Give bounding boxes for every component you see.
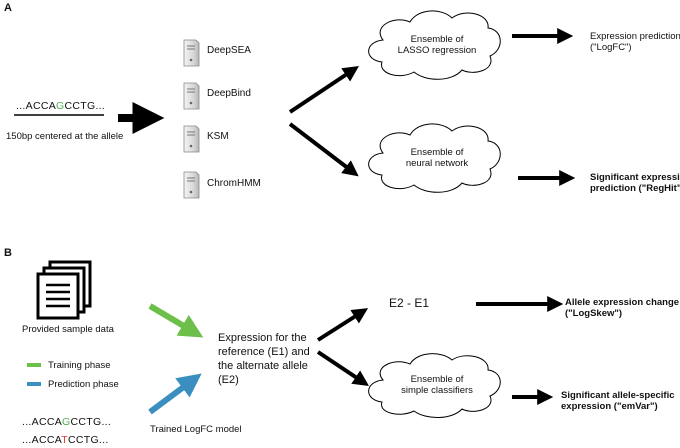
arrow-tools-to-lasso — [288, 66, 359, 114]
server-icon-deepsea — [183, 39, 200, 67]
sequence-alternate: ...ACCATCCTG... — [22, 434, 109, 446]
panel-a-label: A — [4, 2, 12, 14]
legend-prediction: Prediction phase — [48, 379, 119, 390]
seq-ref-right: CCTG... — [70, 416, 112, 428]
cloud-classifiers-line-1: Ensemble of — [410, 374, 464, 385]
sample-caption: Provided sample data — [22, 324, 114, 335]
seq-alt-allele: T — [61, 434, 68, 446]
arrow-expression-to-difference — [316, 308, 369, 342]
server-icon-deepbind — [183, 82, 200, 110]
cloud-simple-classifiers — [368, 353, 501, 418]
tool-label-chromhmm: ChromHMM — [207, 178, 261, 189]
legend-swatch-prediction — [27, 382, 41, 386]
cloud-lasso-line-1: Ensemble of — [410, 34, 464, 45]
input-sequence: ...ACCAGCCTG... — [16, 100, 105, 112]
output-emvar-line-1: Significant allele-specific — [561, 390, 675, 401]
sequence-allele: G — [56, 100, 65, 112]
output-reghit: Significant expression prediction ("RegH… — [590, 172, 680, 194]
sequence-left: ...ACCA — [16, 100, 57, 112]
arrow-training-phase — [148, 303, 204, 338]
tool-label-ksm: KSM — [207, 131, 229, 142]
legend-training: Training phase — [48, 360, 111, 371]
difference-label: E2 - E1 — [389, 296, 430, 310]
document-stack-icon — [36, 260, 92, 320]
panel-b-label: B — [4, 247, 12, 259]
output-logfc: Expression prediction ("LogFC") — [590, 31, 680, 53]
cloud-classifiers-line-2: simple classifiers — [401, 385, 473, 396]
output-logfc-line-1: Expression prediction — [590, 31, 680, 42]
sequence-caption: 150bp centered at the allele — [6, 131, 124, 142]
output-emvar-line-2: expression ("emVar") — [561, 401, 658, 412]
expression-text: Expression for the reference (E1) and th… — [218, 331, 310, 387]
expression-line-2: reference (E1) and — [218, 346, 310, 358]
expression-line-1: Expression for the — [218, 332, 307, 344]
output-reghit-line-1: Significant expression — [590, 172, 680, 183]
cloud-lasso — [368, 10, 501, 80]
cloud-neural-network — [368, 123, 501, 193]
output-logskew: Allele expression change ("LogSkew") — [565, 297, 679, 319]
seq-ref-allele: G — [62, 416, 71, 428]
output-reghit-line-2: prediction ("RegHit") — [590, 183, 680, 194]
legend-swatch-training — [27, 363, 41, 367]
model-caption: Trained LogFC model — [150, 424, 242, 435]
seq-ref-left: ...ACCA — [22, 416, 63, 428]
tool-label-deepsea: DeepSEA — [207, 45, 251, 56]
cloud-nn-line-2: neural network — [405, 158, 469, 169]
output-logskew-line-2: ("LogSkew") — [565, 308, 623, 319]
output-logskew-line-1: Allele expression change — [565, 297, 680, 308]
sequence-reference: ...ACCAGCCTG... — [22, 416, 111, 428]
cloud-lasso-label: Ensemble of LASSO regression — [383, 34, 491, 56]
arrow-tools-to-nn — [288, 122, 359, 177]
cloud-nn-line-1: Ensemble of — [410, 147, 464, 158]
arrow-prediction-phase — [148, 373, 202, 415]
tool-label-deepbind: DeepBind — [207, 88, 251, 99]
expression-line-3: the alternate allele — [218, 360, 308, 372]
arrow-expression-to-classifiers — [316, 350, 369, 386]
seq-alt-left: ...ACCA — [22, 434, 62, 446]
seq-alt-right: CCTG... — [67, 434, 109, 446]
output-logfc-line-2: ("LogFC") — [590, 42, 632, 53]
server-icon-ksm — [183, 125, 200, 153]
sequence-right: CCTG... — [64, 100, 106, 112]
cloud-lasso-line-2: LASSO regression — [397, 45, 477, 56]
server-icon-chromhmm — [183, 171, 200, 199]
expression-line-4: (E2) — [218, 374, 239, 386]
cloud-classifiers-label: Ensemble of simple classifiers — [383, 374, 491, 396]
cloud-nn-label: Ensemble of neural network — [383, 147, 491, 169]
output-emvar: Significant allele-specific expression (… — [561, 390, 675, 412]
